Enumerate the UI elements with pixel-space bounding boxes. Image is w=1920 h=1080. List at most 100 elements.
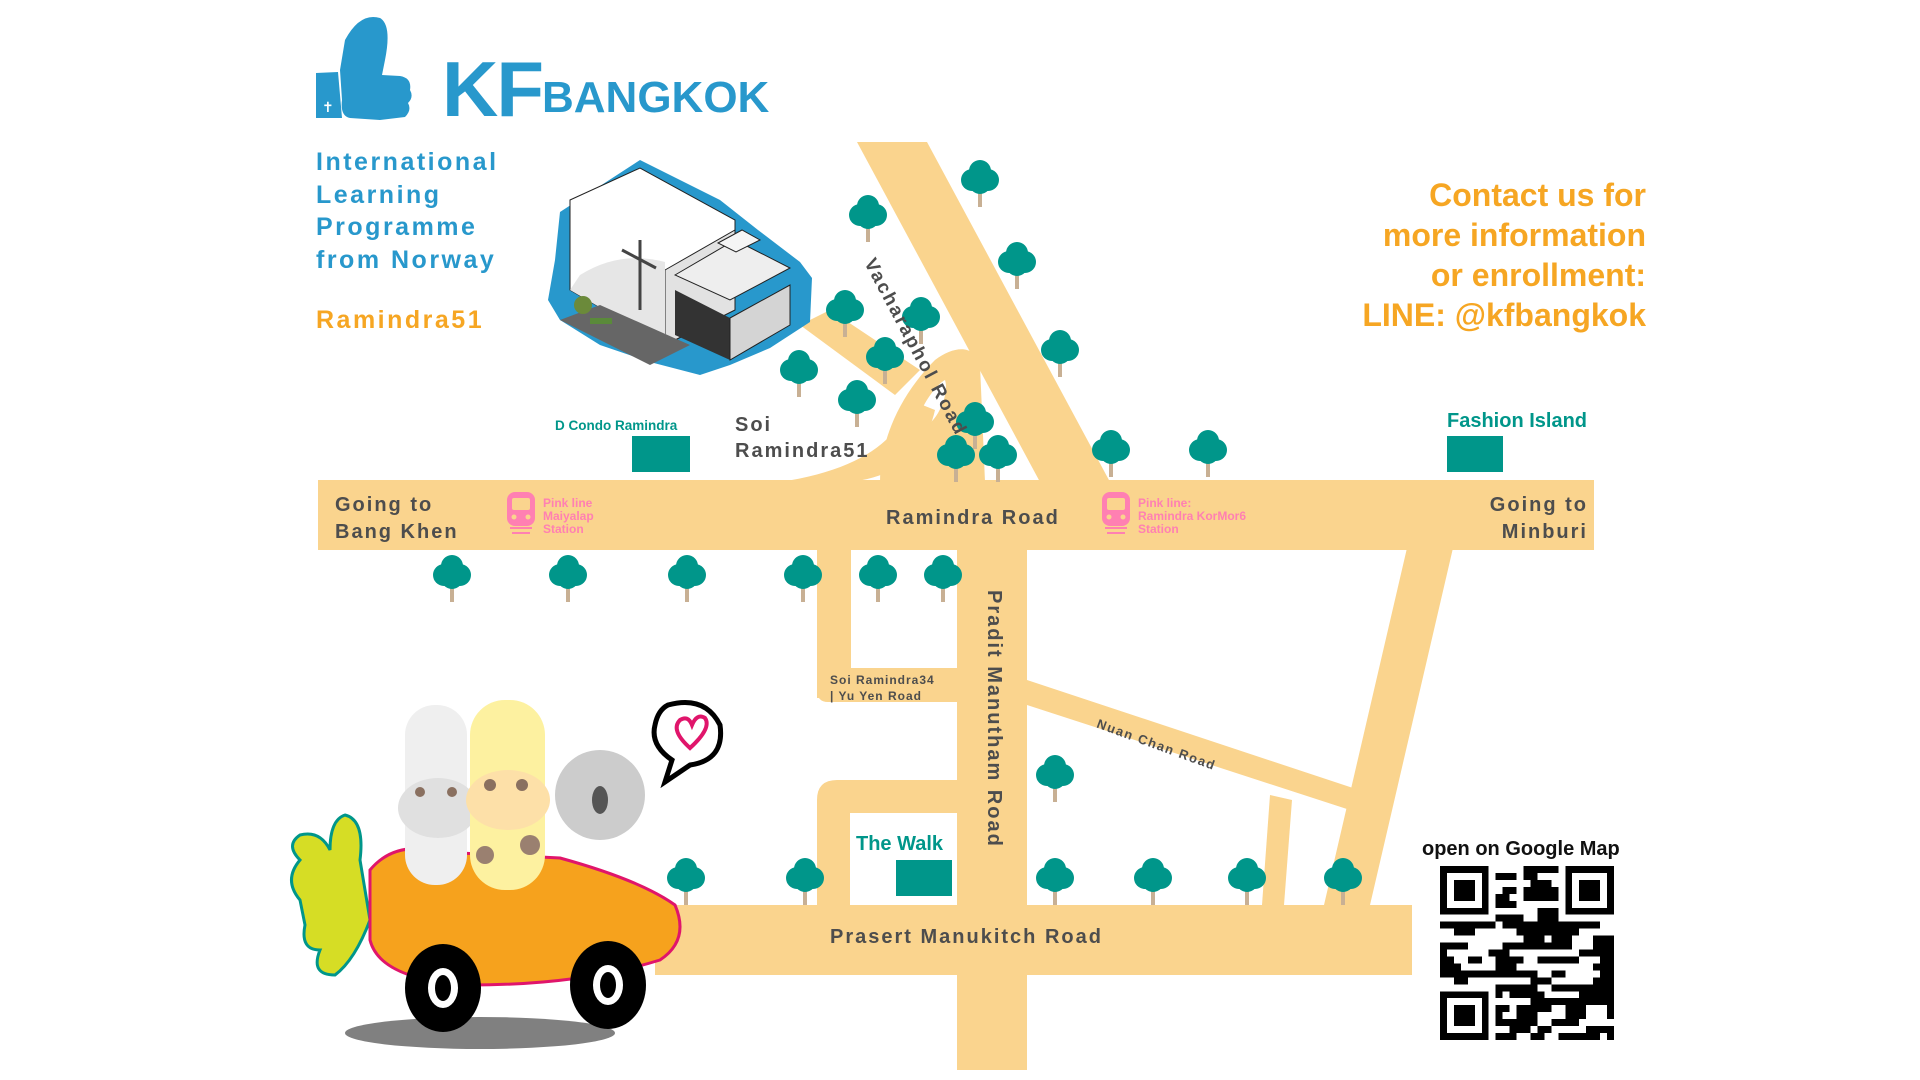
qr-module [1530, 879, 1538, 887]
tree-icon [1092, 430, 1130, 477]
road-prasert-manukitch [655, 905, 1412, 975]
qr-module [1495, 893, 1503, 901]
tree-icon [1134, 858, 1172, 905]
contact-line-id[interactable]: LINE: @kfbangkok [1362, 297, 1646, 333]
qr-module [1607, 991, 1614, 999]
qr-module [1600, 998, 1608, 1006]
qr-module [1523, 970, 1531, 978]
road-label-pradit-manutham: Pradit Manutham Road [983, 590, 1005, 848]
tree-icon [1189, 430, 1227, 477]
road-soi-ramindra34-h [817, 668, 960, 702]
tree-icon [859, 555, 897, 602]
station-line: Ramindra KorMor6 [1138, 509, 1247, 523]
qr-module [1440, 921, 1447, 929]
landmark-fashion-island-label: Fashion Island [1447, 410, 1588, 432]
qr-module [1440, 949, 1447, 957]
qr-module [1607, 935, 1614, 943]
direction-west-label: Going to Bang Khen [335, 492, 459, 546]
qr-module [1572, 1005, 1580, 1013]
tree-icon [902, 297, 940, 344]
tree-icon [433, 555, 471, 602]
qr-module [1516, 1026, 1524, 1034]
qr-module [1565, 984, 1573, 992]
thumbs-up-logo-icon [316, 16, 412, 120]
qr-module [1502, 921, 1510, 929]
qr-module [1509, 956, 1517, 964]
qr-module [1607, 1005, 1614, 1013]
station-ramindra-kormor6[interactable]: Pink line: Ramindra KorMor6 Station [1138, 497, 1246, 536]
contact-line: or enrollment: [1430, 257, 1646, 293]
road-vacharaphol [857, 142, 1110, 482]
qr-module [1495, 1019, 1503, 1027]
qr-module [1467, 928, 1475, 936]
qr-module [1551, 998, 1559, 1006]
qr-module [1607, 998, 1614, 1006]
qr-module [1516, 942, 1524, 950]
qr-module [1474, 970, 1482, 978]
station-line: Station [1138, 522, 1179, 536]
qr-module [1474, 956, 1482, 964]
qr-module [1558, 1019, 1566, 1027]
qr-module [1537, 956, 1545, 964]
qr-module [1516, 1005, 1524, 1013]
qr-module [1565, 928, 1573, 936]
qr-module [1516, 1019, 1524, 1027]
location-name: Ramindra51 [316, 306, 485, 334]
qr-module [1502, 1005, 1510, 1013]
brand-kf: KF [442, 45, 544, 133]
qr-module [1460, 928, 1468, 936]
station-maiyalap[interactable]: Pink line Maiyalap Station [543, 497, 594, 536]
tree-icon [668, 555, 706, 602]
tree-icon [956, 402, 994, 449]
qr-module [1495, 984, 1503, 992]
qr-module [1537, 907, 1545, 915]
soi-ramindra51-line: Soi [735, 414, 773, 436]
qr-code[interactable] [1440, 866, 1614, 1040]
qr-module [1537, 914, 1545, 922]
qr-module [1481, 970, 1489, 978]
direction-east-line: Going to [1489, 494, 1588, 516]
qr-module [1523, 1026, 1531, 1034]
qr-module [1530, 1012, 1538, 1020]
qr-module [1509, 914, 1517, 922]
qr-module [1537, 991, 1545, 999]
qr-module [1544, 866, 1552, 873]
qr-module [1502, 893, 1510, 901]
qr-module [1537, 893, 1545, 901]
qr-module [1537, 879, 1545, 887]
qr-module [1502, 872, 1510, 880]
landmark-fashion-island-marker[interactable] [1447, 436, 1503, 472]
qr-module [1530, 970, 1538, 978]
qr-module [1551, 984, 1559, 992]
qr-module [1551, 928, 1559, 936]
train-icon [507, 492, 535, 534]
qr-module [1509, 984, 1517, 992]
qr-module [1509, 970, 1517, 978]
qr-module [1544, 977, 1552, 985]
qr-module [1502, 984, 1510, 992]
tree-icon [780, 350, 818, 397]
qr-module [1600, 984, 1608, 992]
tagline-line: from Norway [316, 245, 497, 274]
qr-module [1558, 942, 1566, 950]
qr-module [1572, 928, 1580, 936]
road-label-prasert-manukitch: Prasert Manukitch Road [830, 926, 1103, 948]
qr-module [1565, 1019, 1573, 1027]
heart-icon [674, 714, 709, 751]
qr-module [1530, 977, 1538, 985]
qr-module [1593, 949, 1601, 957]
qr-module [1593, 935, 1601, 943]
qr-module [1523, 1005, 1531, 1013]
qr-module [1607, 942, 1614, 950]
qr-module [1467, 921, 1475, 929]
qr-module [1453, 942, 1461, 950]
road-the-walk-loop [817, 780, 960, 905]
tree-icon [1036, 858, 1074, 905]
qr-module [1453, 977, 1461, 985]
brand-bangkok: BANGKOK [542, 73, 770, 122]
contact-line: more information [1382, 217, 1646, 253]
landmark-the-walk-marker[interactable] [896, 860, 952, 896]
landmark-d-condo-marker[interactable] [632, 436, 690, 472]
qr-module [1579, 879, 1601, 901]
